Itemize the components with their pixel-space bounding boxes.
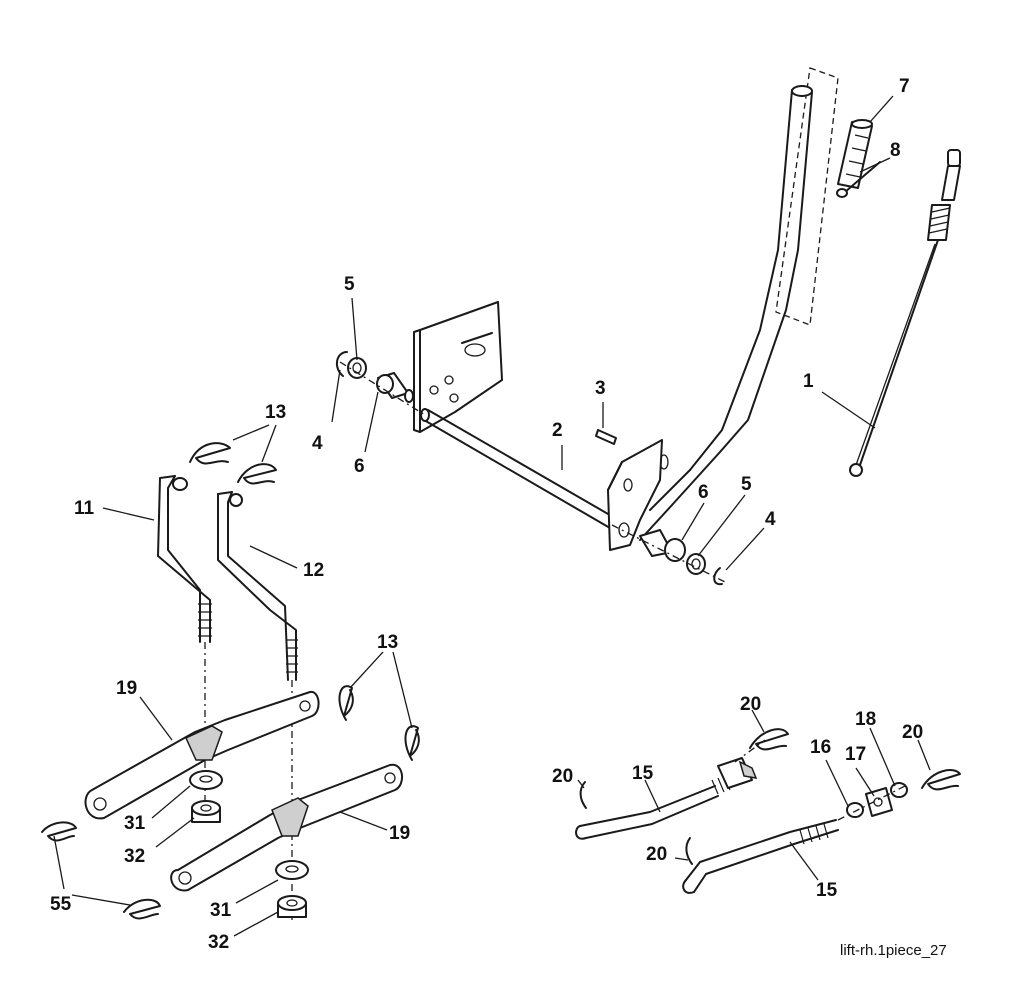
lift-arm-upper xyxy=(84,690,320,820)
leader-lines xyxy=(53,95,931,937)
callout-17: 17 xyxy=(845,744,866,765)
callout-20-b: 20 xyxy=(902,722,923,743)
callout-7: 7 xyxy=(899,76,910,97)
callout-1: 1 xyxy=(803,371,814,392)
roll-pin xyxy=(595,429,617,445)
diagram-caption: lift-rh.1piece_27 xyxy=(840,942,947,959)
right-shaft-hardware xyxy=(611,524,726,586)
callout-4-left: 4 xyxy=(312,433,323,454)
callout-6-right: 6 xyxy=(698,482,709,503)
callout-5-left: 5 xyxy=(344,274,355,295)
callout-18: 18 xyxy=(855,709,876,730)
callout-32-lower: 32 xyxy=(208,932,229,953)
callout-15-lower: 15 xyxy=(816,880,838,901)
callout-13-middle: 13 xyxy=(377,632,398,653)
callout-16: 16 xyxy=(810,737,831,758)
handle-grip xyxy=(836,119,881,198)
callout-19-lower: 19 xyxy=(389,823,410,844)
handle-mount-block xyxy=(607,439,663,551)
pivot-plate xyxy=(413,301,503,433)
callout-11: 11 xyxy=(74,498,95,519)
callout-55: 55 xyxy=(50,894,72,915)
lift-handle xyxy=(639,67,839,541)
adjustment-rod-upper xyxy=(575,739,766,840)
callout-20-c: 20 xyxy=(552,766,573,787)
left-shaft-hardware xyxy=(335,351,426,416)
hairpin-clips-upper xyxy=(189,442,277,485)
callout-6-left: 6 xyxy=(354,456,365,477)
callout-32-upper: 32 xyxy=(124,846,145,867)
lift-link-11 xyxy=(157,475,212,820)
callout-8: 8 xyxy=(890,140,901,161)
hairpin-clips-55 xyxy=(41,821,161,920)
hairpin-clips-middle xyxy=(338,685,420,761)
lift-arm-lower xyxy=(170,763,403,892)
callout-31-upper: 31 xyxy=(124,813,146,834)
callout-31-lower: 31 xyxy=(210,900,232,921)
callout-15-upper: 15 xyxy=(632,763,654,784)
hairpin-clips-20 xyxy=(749,728,961,791)
callout-13-upper: 13 xyxy=(265,402,286,423)
callout-2: 2 xyxy=(552,420,563,441)
washers-and-nuts xyxy=(189,770,309,918)
callout-4-right: 4 xyxy=(765,509,776,530)
adjuster-block-hardware xyxy=(837,782,908,821)
callout-12: 12 xyxy=(303,560,324,581)
callout-5-right: 5 xyxy=(741,474,752,495)
callout-20-a: 20 xyxy=(740,694,761,715)
lift-shaft xyxy=(420,408,616,529)
adjustment-rod-lower xyxy=(682,819,839,894)
callout-19-upper: 19 xyxy=(116,678,137,699)
lift-cable xyxy=(849,149,961,477)
callout-labels: 1 2 3 4 4 5 5 6 6 7 8 11 12 13 13 15 15 … xyxy=(50,76,923,953)
callout-20-d: 20 xyxy=(646,844,667,865)
callout-3: 3 xyxy=(595,378,606,399)
